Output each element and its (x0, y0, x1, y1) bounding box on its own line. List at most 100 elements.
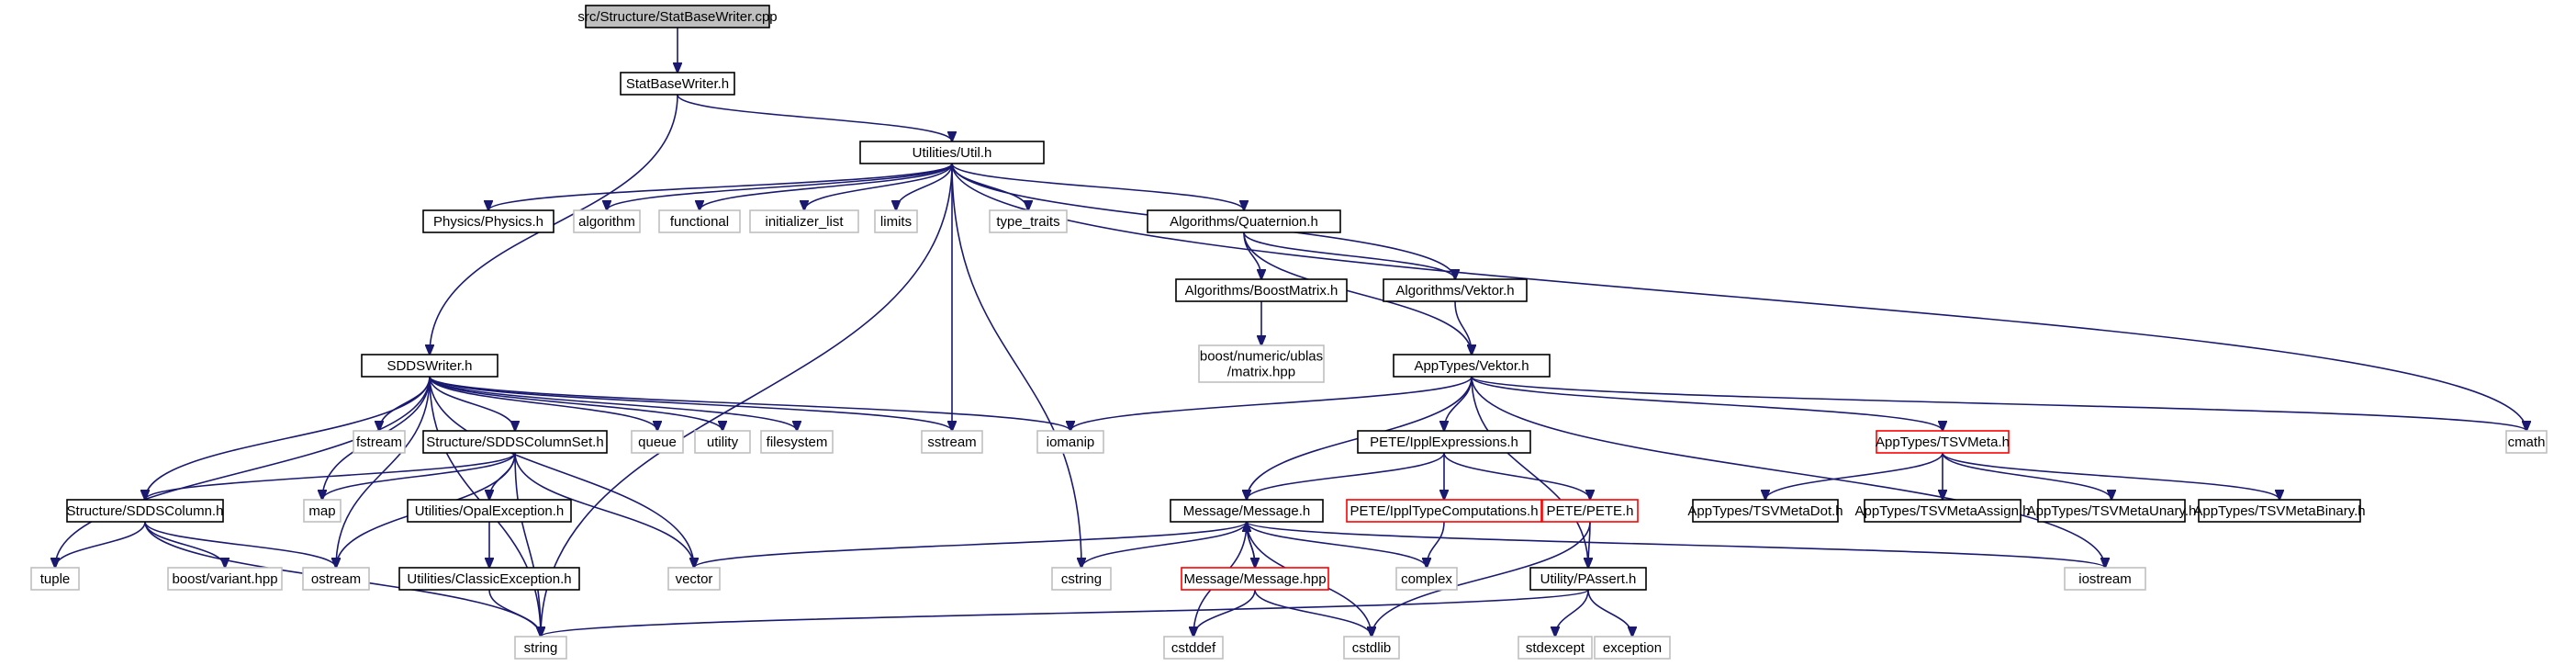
node-iostream: iostream (2064, 567, 2146, 591)
node-message-message-hpp[interactable]: Message/Message.hpp (1181, 567, 1329, 591)
node-label: Algorithms/Vektor.h (1395, 283, 1514, 299)
node-box (2505, 430, 2548, 454)
node-message-message-h[interactable]: Message/Message.h (1170, 499, 1324, 523)
node-box (2198, 499, 2361, 523)
node-structure-sddscolumn-h[interactable]: Structure/SDDSColumn.h (66, 499, 224, 523)
node-pete-pete-h[interactable]: PETE/PETE.h (1541, 499, 1639, 523)
edge-sddswriter-h-to-structure-sddscolumn-h (145, 376, 431, 500)
node-label: AppTypes/TSVMetaBinary.h (2193, 503, 2365, 519)
nodes-layer: src/Structure/StatBaseWriter.cppStatBase… (30, 5, 2548, 660)
node-label: iomanip (1047, 435, 1095, 450)
node-box (1036, 430, 1104, 454)
node-box (1357, 430, 1531, 454)
edge-sddswriter-h-to-filesystem (429, 376, 797, 431)
edge-sddswriter-h-to-iomanip (429, 376, 1070, 431)
node-box (658, 209, 741, 233)
node-label: boost/variant.hpp (172, 571, 277, 587)
node-cstdlib: cstdlib (1343, 636, 1400, 660)
node-initializer-list: initializer_list (749, 209, 859, 233)
node-label: stdexcept (1526, 640, 1585, 656)
edge-algorithms-quaternion-h-to-algorithms-vektor-h (1243, 231, 1455, 279)
edge-pete-ippltypecomputations-h-to-complex (1427, 521, 1445, 568)
node-label: sstream (927, 435, 976, 450)
node-box (989, 209, 1068, 233)
node-apptypes-tsvmetadot-h[interactable]: AppTypes/TSVMetaDot.h (1687, 499, 1843, 523)
node-pete-ipplexpressions-h[interactable]: PETE/IpplExpressions.h (1357, 430, 1531, 454)
node-sddswriter-h[interactable]: SDDSWriter.h (361, 354, 498, 378)
node-box (749, 209, 859, 233)
node-physics-physics-h[interactable]: Physics/Physics.h (422, 209, 554, 233)
node-algorithm: algorithm (573, 209, 641, 233)
node-label: AppTypes/TSVMetaAssign.h (1855, 503, 2031, 519)
node-box (1343, 636, 1400, 660)
node-utilities-classicexception-h[interactable]: Utilities/ClassicException.h (398, 567, 580, 591)
edge-sddswriter-h-to-fstream (379, 376, 431, 431)
node-label: Message/Message.hpp (1183, 571, 1326, 587)
edge-structure-sddscolumnset-h-to-structure-sddscolumn-h (145, 452, 516, 500)
edge-message-message-h-to-complex (1246, 521, 1427, 568)
node-structure-sddscolumnset-h[interactable]: Structure/SDDSColumnSet.h (422, 430, 608, 454)
node-label: fstream (356, 435, 402, 450)
node-algorithms-vektor-h[interactable]: Algorithms/Vektor.h (1383, 278, 1528, 302)
node-utilities-util-h[interactable]: Utilities/Util.h (859, 141, 1045, 164)
node-label: cstddef (1171, 640, 1216, 656)
node-apptypes-vektor-h[interactable]: AppTypes/Vektor.h (1393, 354, 1551, 378)
node-label: PETE/IpplTypeComputations.h (1350, 503, 1538, 519)
edge-sddswriter-h-to-tuple (55, 376, 431, 568)
edge-message-message-hpp-to-cstddef (1193, 589, 1256, 637)
node-box (1864, 499, 2022, 523)
node-label: Structure/SDDSColumn.h (67, 503, 224, 519)
node-statbasewriter-h[interactable]: StatBaseWriter.h (620, 72, 735, 96)
edge-structure-sddscolumnset-h-to-string (514, 452, 541, 637)
node-box (1181, 567, 1329, 591)
edge-structure-sddscolumn-h-to-boost-variant-hpp (144, 521, 225, 568)
node-map: map (303, 499, 342, 523)
edge-utilities-classicexception-h-to-string (488, 589, 541, 637)
edge-sddswriter-h-to-queue (429, 376, 657, 431)
edge-utilities-util-h-to-string (541, 163, 953, 637)
node-label: Structure/SDDSColumnSet.h (426, 435, 603, 450)
node-box (422, 430, 608, 454)
node-pete-ippltypecomputations-h[interactable]: PETE/IpplTypeComputations.h (1346, 499, 1542, 523)
node-box (1876, 430, 2010, 454)
node-label: initializer_list (765, 214, 844, 230)
node-label: Message/Message.h (1183, 503, 1310, 519)
edge-algorithms-quaternion-h-to-apptypes-vektor-h (1243, 231, 1472, 355)
node-type-traits: type_traits (989, 209, 1068, 233)
node-algorithms-boostmatrix-h[interactable]: Algorithms/BoostMatrix.h (1175, 278, 1348, 302)
node-box (66, 499, 224, 523)
node-label: map (308, 503, 335, 519)
node-label: StatBaseWriter.h (626, 76, 729, 92)
node-label: /matrix.hpp (1227, 365, 1295, 380)
node-label: cmath (2508, 435, 2546, 450)
edge-message-message-h-to-cstring (1081, 521, 1248, 568)
node-utilities-opalexception-h[interactable]: Utilities/OpalException.h (407, 499, 572, 523)
node-apptypes-tsvmeta-h[interactable]: AppTypes/TSVMeta.h (1876, 430, 2010, 454)
node-box (874, 209, 918, 233)
node-algorithms-quaternion-h[interactable]: Algorithms/Quaternion.h (1147, 209, 1341, 233)
node-string: string (514, 636, 567, 660)
node-box (2037, 499, 2186, 523)
node-label: vector (676, 571, 713, 587)
node-label: iostream (2078, 571, 2132, 587)
edge-utility-passert-h-to-stdexcept (1555, 589, 1589, 637)
edge-utilities-util-h-to-algorithms-quaternion-h (951, 163, 1244, 210)
node-box (422, 209, 554, 233)
node-box (667, 567, 721, 591)
node-box (514, 636, 567, 660)
node-apptypes-tsvmetaunary-h[interactable]: AppTypes/TSVMetaUnary.h (2027, 499, 2197, 523)
node-label: queue (638, 435, 677, 450)
node-src-structure-statbasewriter-cpp[interactable]: src/Structure/StatBaseWriter.cpp (577, 5, 778, 28)
edge-apptypes-tsvmeta-h-to-apptypes-tsvmetadot-h (1765, 452, 1943, 500)
node-label: AppTypes/TSVMeta.h (1876, 435, 2010, 450)
node-box (167, 567, 283, 591)
edge-statbasewriter-h-to-utilities-util-h (677, 94, 952, 141)
node-apptypes-tsvmetabinary-h[interactable]: AppTypes/TSVMetaBinary.h (2193, 499, 2366, 523)
edge-apptypes-tsvmeta-h-to-apptypes-tsvmetabinary-h (1942, 452, 2279, 500)
node-apptypes-tsvmetaassign-h[interactable]: AppTypes/TSVMetaAssign.h (1855, 499, 2031, 523)
node-label: string (524, 640, 558, 656)
edge-message-message-h-to-iostream (1246, 521, 2105, 568)
node-label: cstring (1061, 571, 1102, 587)
edge-structure-sddscolumn-h-to-ostream (144, 521, 336, 568)
node-utility-passert-h[interactable]: Utility/PAssert.h (1529, 567, 1647, 591)
